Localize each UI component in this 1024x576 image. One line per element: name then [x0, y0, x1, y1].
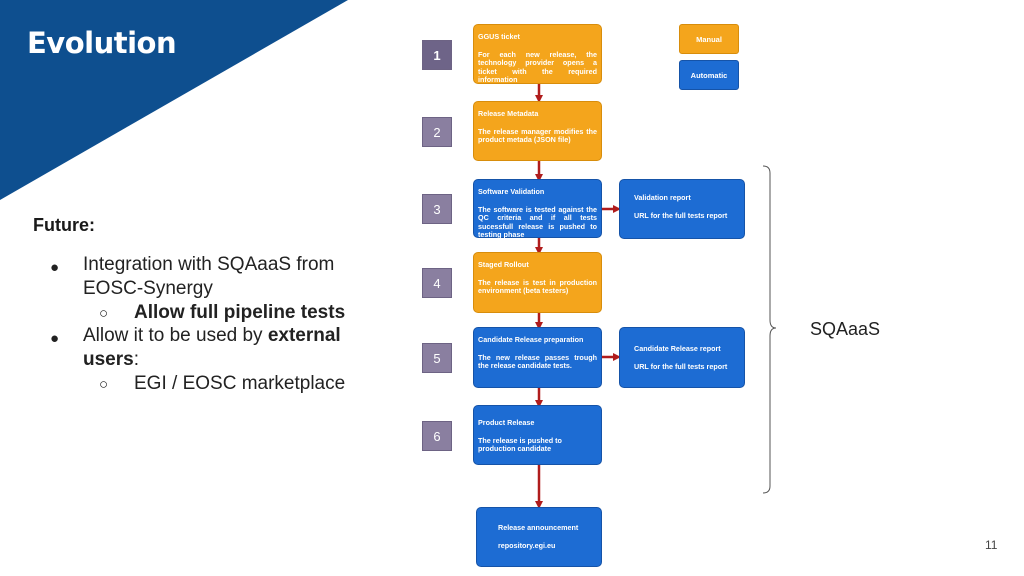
bullet2-suffix: :: [133, 349, 139, 370]
sub-bullet-circle: ○: [99, 305, 109, 322]
report-line: URL for the full tests report: [634, 210, 728, 220]
step-box-product-release: Product Release The release is pushed to…: [473, 405, 602, 465]
validation-report-box: Validation report URL for the full tests…: [619, 179, 745, 239]
sub-bullet-circle: ○: [99, 376, 109, 393]
bullet2-bold1: external: [267, 325, 341, 346]
report-title: Candidate Release report: [634, 344, 721, 353]
announce-title: Release announcement: [498, 523, 579, 532]
step-description: For each new release, the technology pro…: [478, 49, 597, 85]
bullet1-line2: EOSC-Synergy: [83, 278, 213, 299]
step-description: The release is pushed to production cand…: [478, 435, 562, 454]
page-number: 11: [985, 538, 998, 552]
step-number-3: 3: [422, 194, 452, 224]
step-description: The software is tested against the QC cr…: [478, 204, 597, 240]
step-title: Staged Rollout: [478, 260, 529, 269]
bullet2-line2: users:: [83, 349, 139, 371]
legend-manual: Manual: [679, 24, 739, 54]
bullet-dot: ●: [50, 330, 60, 347]
bullet2-sub: EGI / EOSC marketplace: [134, 373, 346, 394]
step-number-5: 5: [422, 343, 452, 373]
bullet2-bold2: users: [83, 349, 134, 370]
bullet2-line1: Allow it to be used by external: [83, 325, 341, 347]
step-title: Release Metadata: [478, 109, 539, 118]
sqaaas-label: SQAaaS: [810, 319, 881, 339]
step-number-1: 1: [422, 40, 452, 70]
sqaaas-brace: [762, 165, 777, 494]
step-number-4: 4: [422, 268, 452, 298]
step-number-2: 2: [422, 117, 452, 147]
step-description: The release is test in production enviro…: [478, 277, 597, 296]
step-number-6: 6: [422, 421, 452, 451]
step-box-staged-rollout: Staged Rollout The release is test in pr…: [473, 252, 602, 313]
step-box-candidate-release: Candidate Release preparation The new re…: [473, 327, 602, 388]
step-box-release-metadata: Release Metadata The release manager mod…: [473, 101, 602, 161]
future-heading: Future:: [33, 215, 95, 235]
bullet1-sub: Allow full pipeline tests: [134, 302, 346, 323]
step-box-ggus-ticket: GGUS ticket For each new release, the te…: [473, 24, 602, 84]
release-announcement-box: Release announcement repository.egi.eu: [476, 507, 602, 567]
step-title: Software Validation: [478, 187, 545, 196]
step-title: Product Release: [478, 418, 535, 427]
step-description: The release manager modifies the product…: [478, 126, 597, 145]
step-description: The new release passes trough the releas…: [478, 352, 597, 371]
bullet1-line1: Integration with SQAaaS from: [83, 254, 335, 275]
announce-line: repository.egi.eu: [498, 540, 556, 550]
step-title: GGUS ticket: [478, 32, 520, 41]
bullet-dot: ●: [50, 259, 60, 276]
bullet2-prefix: Allow it to be used by: [83, 325, 268, 346]
legend-automatic: Automatic: [679, 60, 739, 90]
candidate-report-box: Candidate Release report URL for the ful…: [619, 327, 745, 388]
step-box-software-validation: Software Validation The software is test…: [473, 179, 602, 240]
report-line: URL for the full tests report: [634, 361, 728, 371]
report-title: Validation report: [634, 193, 691, 202]
step-title: Candidate Release preparation: [478, 335, 584, 344]
slide-title: Evolution: [27, 26, 177, 60]
